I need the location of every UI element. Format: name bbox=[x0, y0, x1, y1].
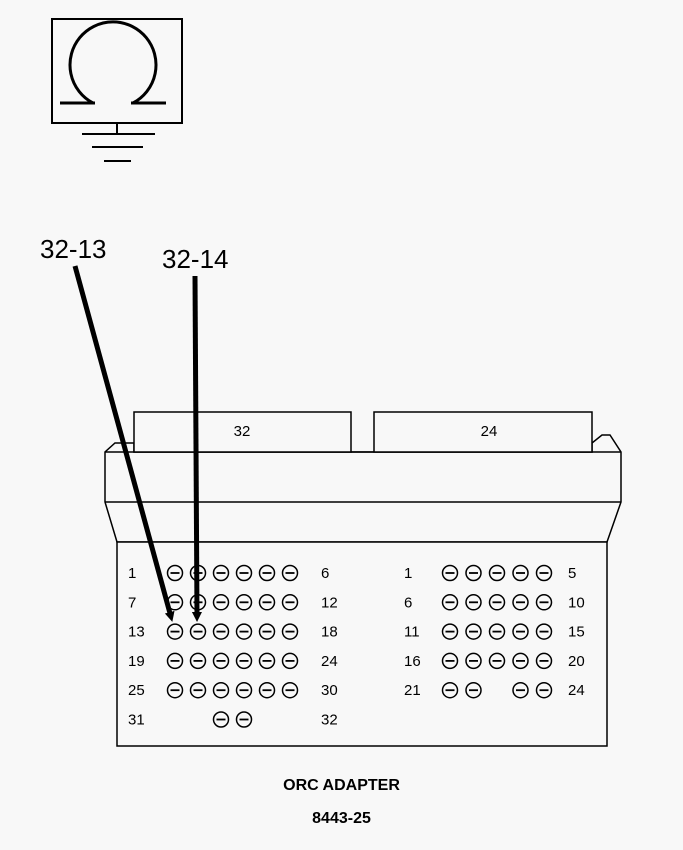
pin-number-32-24: 24 bbox=[321, 653, 338, 670]
pin-32-23 bbox=[258, 652, 276, 670]
pin-number-24-20: 20 bbox=[568, 653, 585, 670]
pin-24-16 bbox=[441, 652, 459, 670]
pin-number-32-31: 31 bbox=[128, 712, 145, 729]
pin-24-8 bbox=[488, 594, 506, 611]
pin-32-30 bbox=[281, 681, 299, 699]
pin-24-13 bbox=[488, 623, 506, 640]
pin-number-24-10: 10 bbox=[568, 594, 585, 611]
pin-32-20 bbox=[189, 652, 207, 670]
callout-label-32-14: 32-14 bbox=[162, 244, 229, 274]
pin-24-19 bbox=[512, 652, 529, 670]
pin-24-4 bbox=[512, 564, 529, 582]
pin-32-6 bbox=[281, 564, 299, 582]
pin-number-32-30: 30 bbox=[321, 682, 338, 699]
pin-32-29 bbox=[258, 681, 276, 699]
pin-24-17 bbox=[465, 652, 482, 670]
callout-label-32-13: 32-13 bbox=[40, 234, 107, 264]
pin-24-7 bbox=[465, 594, 482, 611]
pin-24-24 bbox=[512, 681, 529, 699]
pin-32-1 bbox=[166, 564, 184, 582]
pin-number-32-32: 32 bbox=[321, 712, 338, 729]
pin-32-17 bbox=[258, 623, 276, 640]
pin-32-16 bbox=[235, 623, 253, 640]
pin-32-5 bbox=[258, 564, 276, 582]
connector-24-header: 24 bbox=[373, 411, 593, 453]
pin-number-24-24: 24 bbox=[568, 682, 585, 699]
probe-arrows bbox=[72, 265, 202, 622]
pin-number-32-13: 13 bbox=[128, 624, 145, 641]
pin-32-27 bbox=[212, 681, 230, 699]
pin-32-33 bbox=[212, 711, 230, 728]
pin-number-32-19: 19 bbox=[128, 653, 145, 670]
pin-number-32-1: 1 bbox=[128, 565, 136, 582]
pin-32-15 bbox=[212, 623, 230, 640]
pin-number-24-11: 11 bbox=[404, 624, 420, 641]
pin-24-1 bbox=[441, 564, 459, 582]
pin-32-11 bbox=[258, 594, 276, 611]
caption-code: 8443-25 bbox=[312, 810, 371, 827]
pin-number-24-5: 5 bbox=[568, 565, 576, 582]
pin-24-5 bbox=[535, 564, 553, 582]
pin-32-24 bbox=[281, 652, 299, 670]
connector-32-label: 32 bbox=[234, 423, 251, 440]
pin-32-12 bbox=[281, 594, 299, 611]
pin-number-32-12: 12 bbox=[321, 594, 338, 611]
pin-number-32-25: 25 bbox=[128, 682, 145, 699]
pin-32-3 bbox=[212, 564, 230, 582]
pin-24-2 bbox=[465, 564, 482, 582]
pin-24-22 bbox=[465, 681, 482, 699]
adapter-body bbox=[104, 434, 622, 747]
pin-32-21 bbox=[212, 652, 230, 670]
pin-number-24-15: 15 bbox=[568, 624, 585, 641]
probe-arrow-32-13 bbox=[72, 265, 175, 622]
pin-32-9 bbox=[212, 594, 230, 611]
pin-number-24-21: 21 bbox=[404, 682, 421, 699]
pin-24-21 bbox=[441, 681, 459, 699]
pin-number-24-6: 6 bbox=[404, 594, 412, 611]
pin-24-3 bbox=[488, 564, 506, 582]
connector-24-label: 24 bbox=[481, 423, 498, 440]
pin-number-24-16: 16 bbox=[404, 653, 421, 670]
pin-number-32-18: 18 bbox=[321, 624, 338, 641]
pin-32-13 bbox=[166, 623, 184, 640]
pin-number-24-1: 1 bbox=[404, 565, 412, 582]
pin-24-6 bbox=[441, 594, 459, 611]
pin-24-18 bbox=[488, 652, 506, 670]
pin-32-28 bbox=[235, 681, 253, 699]
pin-24-11 bbox=[441, 623, 459, 640]
pin-24-14 bbox=[512, 623, 529, 640]
pin-24-20 bbox=[535, 652, 553, 670]
pin-32-34 bbox=[235, 711, 253, 728]
pin-24-25 bbox=[535, 681, 553, 699]
ohmmeter-ground-icon bbox=[51, 18, 183, 162]
probe-arrow-32-14 bbox=[191, 275, 202, 622]
pin-24-9 bbox=[512, 594, 529, 611]
pin-32-4 bbox=[235, 564, 253, 582]
pin-24-10 bbox=[535, 594, 553, 611]
pin-number-32-6: 6 bbox=[321, 565, 329, 582]
caption-title: ORC ADAPTER bbox=[283, 777, 400, 794]
pin-32-25 bbox=[166, 681, 184, 699]
pin-32-14 bbox=[189, 623, 207, 640]
pin-24-15 bbox=[535, 623, 553, 640]
pin-32-22 bbox=[235, 652, 253, 670]
pin-32-26 bbox=[189, 681, 207, 699]
pin-32-10 bbox=[235, 594, 253, 611]
pin-24-12 bbox=[465, 623, 482, 640]
pin-number-32-7: 7 bbox=[128, 594, 136, 611]
connector-32-pin-grid: 1 6 7 12 13 18 19 24 25 30 31 32 bbox=[128, 564, 338, 729]
pin-32-18 bbox=[281, 623, 299, 640]
pin-32-19 bbox=[166, 652, 184, 670]
connector-32-header: 32 bbox=[133, 411, 352, 453]
